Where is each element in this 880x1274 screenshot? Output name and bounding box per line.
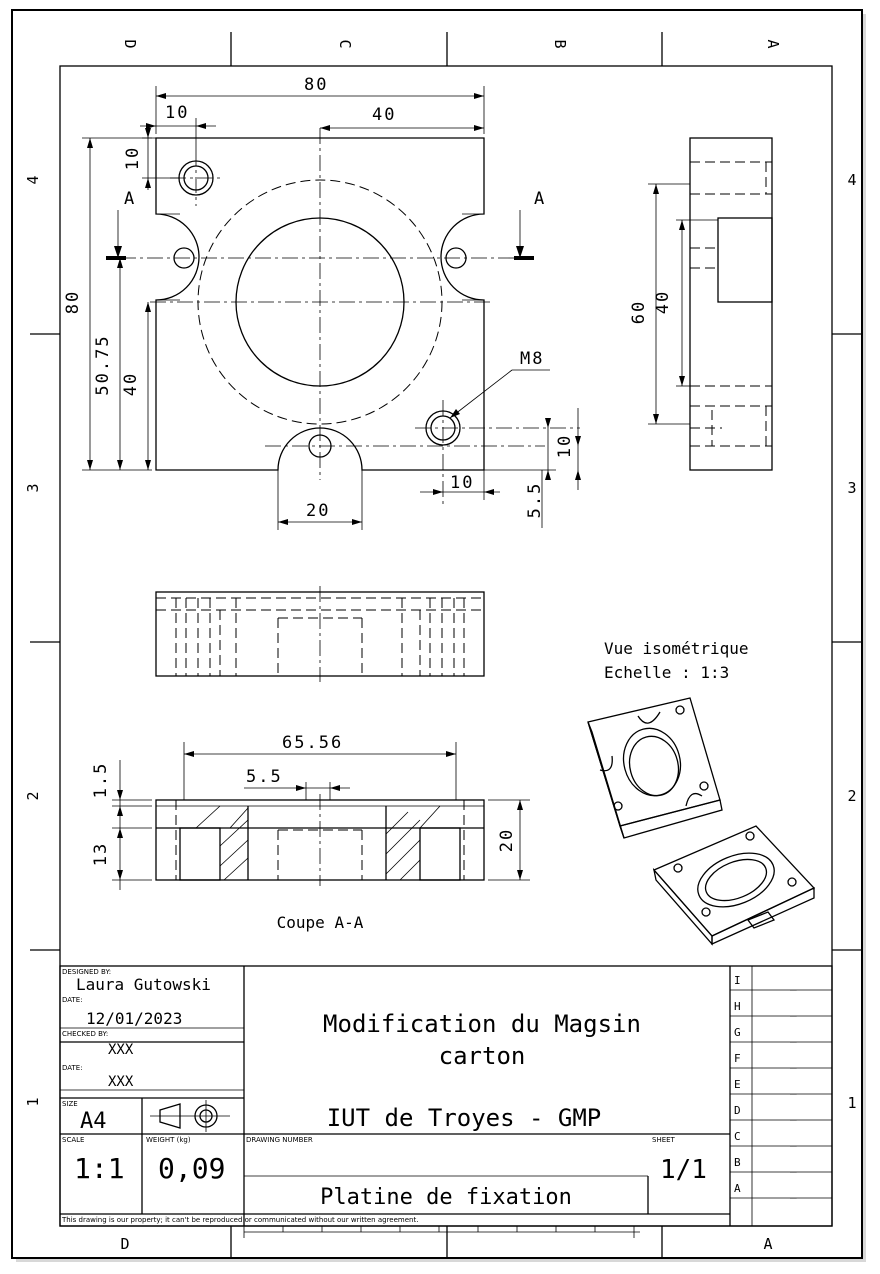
revision-letter: C (734, 1130, 741, 1143)
zone-bottom-a: A (763, 1235, 772, 1253)
title-block: I _ H _ G _ F _ E _ D _ C _ B _ A _ DESI… (59, 965, 833, 1238)
date-label: DATE: (62, 996, 83, 1004)
revision-letter: D (734, 1104, 741, 1117)
section-dimensions: 65.56 5.5 1.5 13 20 (91, 733, 530, 890)
revision-letter: F (734, 1052, 741, 1065)
dim-overall-height: 80 (63, 290, 83, 314)
date2-value: XXX (108, 1074, 134, 1090)
scale-ruler (243, 1226, 640, 1238)
revision-value: _ (790, 1004, 797, 1017)
dim-edge-offset: 5.5 (525, 482, 545, 519)
revision-value: _ (790, 1108, 797, 1121)
zone-bottom-d: D (120, 1235, 129, 1253)
zone-right-3: 3 (847, 479, 856, 497)
iso-view-label: Vue isométrique (604, 639, 749, 658)
dim-slot-width: 20 (306, 501, 330, 521)
dim-section-span: 65.56 (282, 733, 343, 753)
dim-thread-spec: M8 (520, 349, 544, 369)
drawing-number-label: DRAWING NUMBER (246, 1136, 313, 1144)
revision-letter: G (734, 1026, 741, 1039)
dim-side-height-inner: 40 (653, 290, 673, 314)
organization: IUT de Troyes - GMP (327, 1104, 602, 1132)
revision-value: _ (790, 1082, 797, 1095)
front-view-dimensions: 80 10 40 10 80 50.75 40 (63, 75, 581, 530)
revision-table: I _ H _ G _ F _ E _ D _ C _ B _ A _ (730, 974, 832, 1199)
iso-scale-label: Echelle : 1:3 (604, 663, 729, 682)
zone-right-2: 2 (847, 787, 856, 805)
zone-labels: D C B A D A 4 3 2 1 4 3 2 1 (24, 39, 857, 1253)
dim-hole-corner-y: 10 (555, 434, 575, 458)
dim-side-height-outer: 60 (629, 300, 649, 324)
isometric-view: Vue isométrique Echelle : 1:3 (587, 639, 816, 946)
weight-label: WEIGHT (kg) (146, 1136, 191, 1144)
dim-hole-offset-y: 10 (123, 146, 143, 170)
revision-value: _ (790, 1134, 797, 1147)
checked-by: XXX (108, 1042, 134, 1058)
drawing-title-line2: carton (439, 1042, 526, 1070)
side-view: 60 40 (629, 137, 773, 471)
dim-section-top: 1.5 (91, 762, 111, 799)
dim-section-step: 5.5 (246, 767, 283, 787)
weight-value: 0,09 (158, 1152, 225, 1185)
zone-top-d: D (121, 39, 139, 48)
projection-symbol-icon (150, 1100, 230, 1132)
dim-section-body: 13 (91, 842, 111, 866)
revision-letter: A (734, 1182, 741, 1195)
designed-by-label: DESIGNED BY: (62, 968, 111, 976)
zone-right-1: 1 (847, 1094, 856, 1112)
dim-section-height: 50.75 (93, 334, 113, 395)
scale-value: 1:1 (74, 1152, 125, 1185)
zone-left-1: 1 (24, 1097, 42, 1106)
zone-top-c: C (336, 39, 354, 48)
part-name: Platine de fixation (320, 1185, 572, 1210)
top-view (155, 586, 485, 682)
iso-part-bottom (652, 825, 816, 946)
date-value: 12/01/2023 (86, 1009, 182, 1028)
zone-dividers (30, 32, 862, 1258)
dim-section-total: 20 (497, 828, 517, 852)
dim-hole-offset-x: 10 (165, 103, 189, 123)
dim-center-offset: 40 (372, 105, 396, 125)
sheet-value: 1/1 (660, 1155, 707, 1185)
zone-left-2: 2 (24, 791, 42, 800)
sheet-label: SHEET (652, 1136, 676, 1144)
section-hatching (195, 805, 441, 881)
revision-value: _ (790, 978, 797, 991)
date2-label: DATE: (62, 1064, 83, 1072)
revision-letter: H (734, 1000, 741, 1013)
zone-left-4: 4 (24, 175, 42, 184)
designed-by: Laura Gutowski (76, 975, 211, 994)
zone-top-a: A (764, 39, 782, 48)
revision-value: _ (790, 1030, 797, 1043)
iso-part-top (587, 697, 723, 839)
revision-value: _ (790, 1056, 797, 1069)
dim-overall-width: 80 (304, 75, 328, 95)
drawing-title-line1: Modification du Magsin (323, 1010, 641, 1038)
revision-letter: B (734, 1156, 741, 1169)
dim-hole-corner-x: 10 (450, 473, 474, 493)
section-marker-left: A (124, 189, 136, 209)
section-marker-right: A (534, 189, 546, 209)
revision-value: _ (790, 1186, 797, 1199)
front-view: A A (106, 128, 580, 505)
revision-value: _ (790, 1160, 797, 1173)
scale-label: SCALE (62, 1136, 84, 1144)
checked-by-label: CHECKED BY: (62, 1030, 108, 1038)
revision-letter: E (734, 1078, 741, 1091)
zone-left-3: 3 (24, 483, 42, 492)
disclaimer: This drawing is our property; it can't b… (61, 1216, 418, 1224)
sheet-border (11, 9, 863, 1259)
revision-letter: I (734, 974, 741, 987)
section-title: Coupe A-A (277, 913, 364, 932)
size-value: A4 (80, 1109, 107, 1134)
zone-top-b: B (551, 39, 569, 48)
size-label: SIZE (62, 1100, 78, 1108)
section-view: Coupe A-A (155, 794, 485, 932)
zone-right-4: 4 (847, 171, 856, 189)
dim-center-height: 40 (121, 372, 141, 396)
